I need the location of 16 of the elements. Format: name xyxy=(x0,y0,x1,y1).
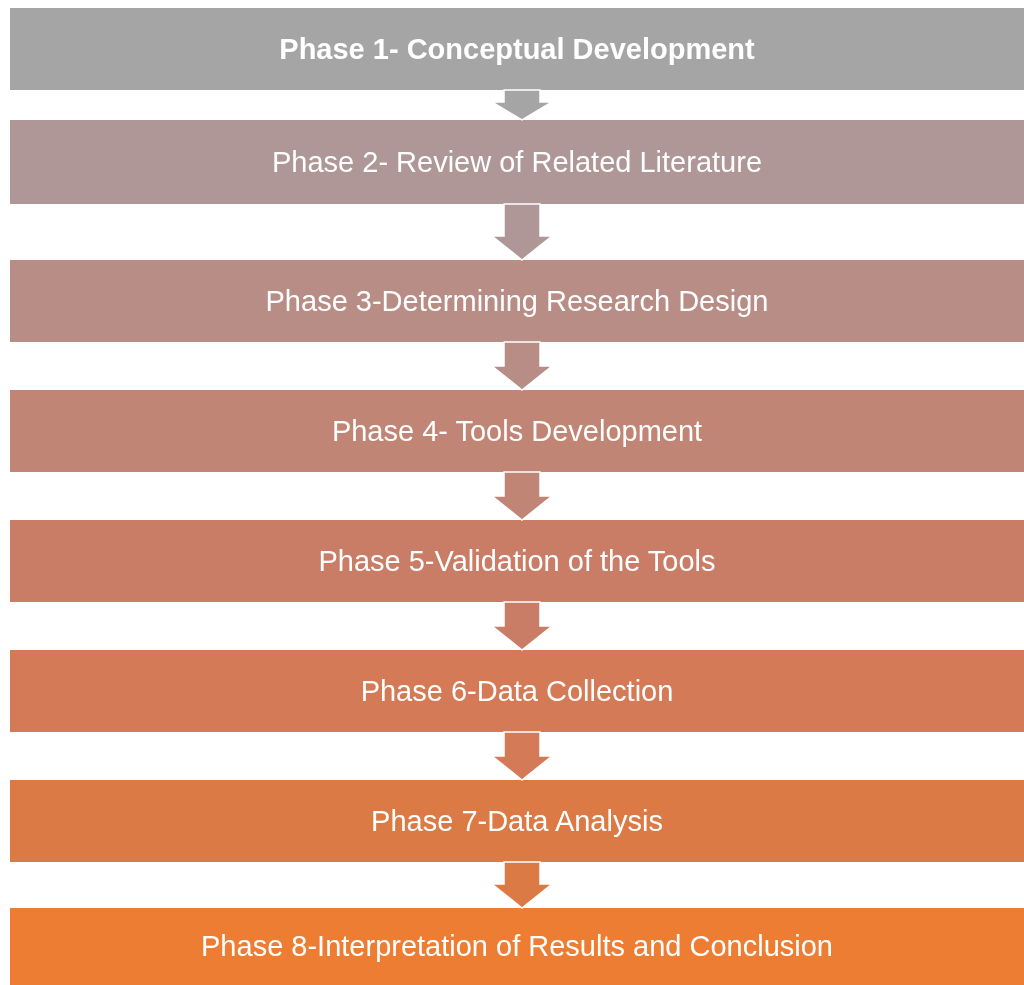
phase-box xyxy=(10,780,1024,862)
phase-label: Phase 4- Tools Development xyxy=(331,414,703,448)
phase-box xyxy=(10,390,1024,472)
phase-box xyxy=(10,520,1024,602)
phase-label: Phase 6-Data Collection xyxy=(360,674,674,708)
phase-box xyxy=(10,650,1024,732)
phase-label: Phase 7-Data Analysis xyxy=(371,804,663,838)
phase-label: Phase 5-Validation of the Tools xyxy=(318,544,716,578)
phase-box xyxy=(10,120,1024,204)
phase-label: Phase 2- Review of Related Literature xyxy=(271,145,762,179)
phase-box xyxy=(10,260,1024,342)
phase-label: Phase 8-Interpretation of Results and Conclusion xyxy=(201,930,833,963)
phase-label: Phase 1- Conceptual Development xyxy=(279,32,755,66)
phase-box xyxy=(10,8,1024,90)
phase-box xyxy=(10,908,1024,985)
phase-label: Phase 3-Determining Research Design xyxy=(265,284,769,318)
